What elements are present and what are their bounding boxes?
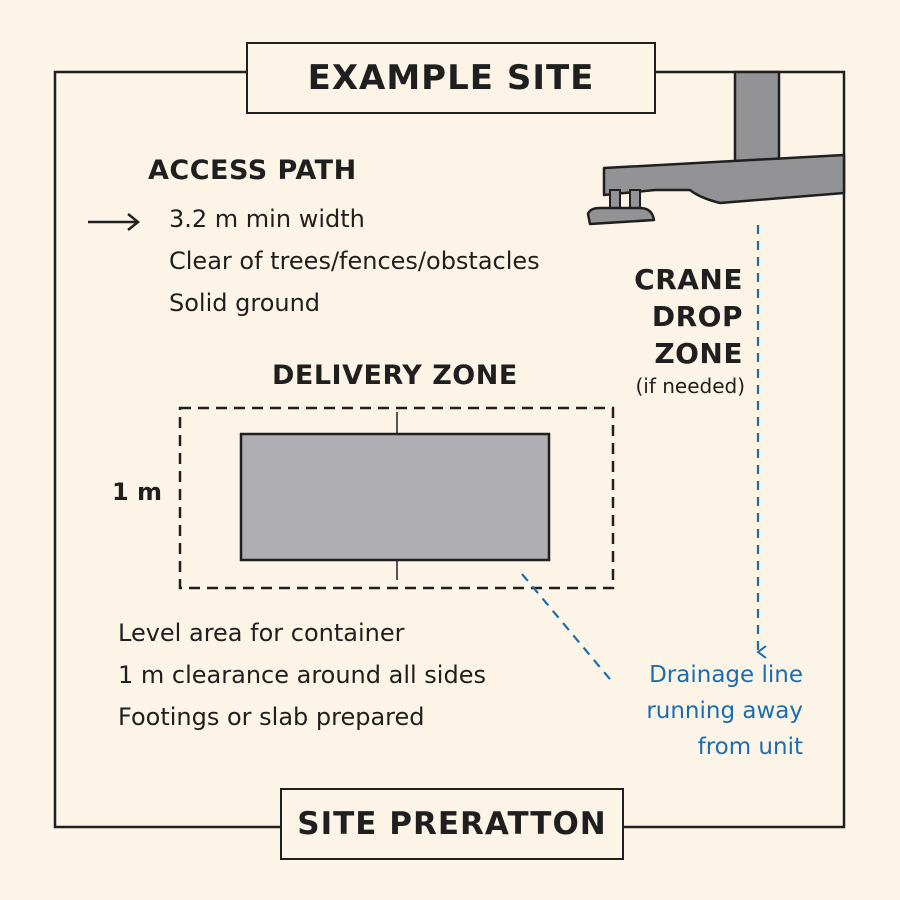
container-footprint (239, 432, 551, 562)
access-path-heading: ACCESS PATH (148, 155, 357, 186)
delivery-zone-heading: DELIVERY ZONE (272, 360, 518, 391)
drainage-label-line: from unit (697, 734, 803, 760)
delivery-note: Level area for container (118, 619, 405, 647)
crane-hook-icon (586, 70, 846, 226)
header-title: EXAMPLE SITE (246, 42, 656, 114)
crane-note: (if needed) (635, 374, 745, 398)
arrow-right-icon (88, 213, 141, 231)
crane-heading-line: ZONE (654, 337, 743, 370)
access-path-item: 3.2 m min width (169, 205, 365, 233)
clearance-dimension-label: 1 m (112, 478, 163, 506)
delivery-zone-clearance (178, 406, 615, 590)
drainage-label-line: running away (646, 698, 803, 724)
drainage-label-line: Drainage line (649, 662, 803, 688)
access-path-item: Clear of trees/fences/obstacles (169, 247, 540, 275)
access-path-item: Solid ground (169, 289, 321, 317)
delivery-note: 1 m clearance around all sides (118, 661, 486, 689)
crane-heading-line: DROP (651, 300, 743, 333)
crane-heading-line: CRANE (634, 263, 743, 296)
delivery-note: Footings or slab prepared (118, 703, 425, 731)
footer-title: SITE PRERATTON (280, 788, 624, 860)
drainage-pointer-line (521, 573, 615, 685)
